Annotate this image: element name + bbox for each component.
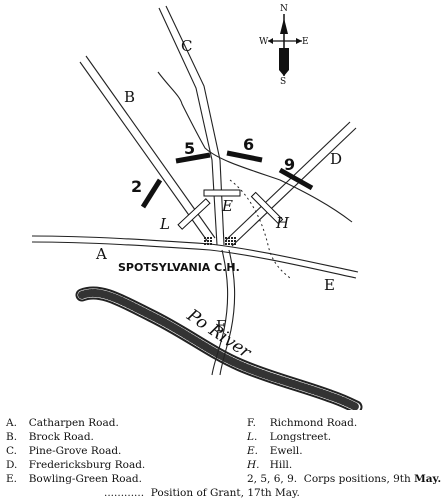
compass-n: N [280, 4, 288, 14]
legend-item-e: E. Bowling-Green Road. [6, 473, 142, 485]
legend-item-corps: 2, 5, 6, 9. Corps positions, 9th May. [247, 473, 442, 485]
compass-s: S [280, 77, 286, 87]
legend-item-a: A. Catharpen Road. [6, 417, 119, 429]
battle-map: C B D A E F L E H 2 5 6 9 SPOTSYLVANIA C… [31, 4, 363, 410]
road-label-b: B [124, 88, 135, 106]
corps-label-l: L [159, 215, 170, 233]
road-label-c: C [181, 37, 192, 55]
grant-position-line [229, 179, 291, 279]
road-f [211, 249, 236, 376]
road-b [79, 55, 216, 243]
creek-line [157, 71, 353, 223]
legend-item-ewell: E. Ewell. [247, 445, 303, 457]
position-6-bar [226, 150, 263, 163]
road-c [158, 5, 225, 246]
position-label-9: 9 [284, 155, 295, 174]
legend-item-h: H. Hill. [247, 459, 293, 471]
legend-item-b: B. Brock Road. [6, 431, 94, 443]
compass-rose [268, 14, 302, 76]
position-9-bar [278, 167, 314, 191]
town-label: SPOTSYLVANIA C.H. [118, 261, 240, 274]
legend-item-l: L. Longstreet. [247, 431, 332, 443]
road-label-f: F [216, 317, 226, 335]
corps-bars [177, 189, 284, 230]
corps-label-e: E [221, 197, 233, 215]
town-hatch [203, 236, 236, 246]
road-label-a: A [95, 245, 107, 263]
legend-item-d: D. Fredericksburg Road. [6, 459, 146, 471]
bar-longstreet [177, 198, 211, 230]
road-label-e: E [324, 276, 335, 294]
position-label-6: 6 [243, 135, 254, 154]
po-river [75, 286, 363, 410]
corps-label-h: H [275, 214, 290, 232]
road-label-d: D [330, 150, 342, 168]
compass-e: E [302, 37, 309, 47]
map-legend: A. Catharpen Road. B. Brock Road. C. Pin… [0, 412, 444, 500]
legend-item-c: C. Pine-Grove Road. [6, 445, 122, 457]
bar-ewell [203, 189, 241, 197]
union-positions [140, 150, 314, 209]
legend-item-f: F. Richmond Road. [247, 417, 358, 429]
legend-item-grant: ............ Position of Grant, 17th May… [104, 487, 300, 499]
position-5-bar [175, 152, 211, 164]
road-d [225, 121, 357, 247]
compass-w: W [259, 37, 269, 47]
position-label-2: 2 [131, 177, 142, 196]
position-label-5: 5 [184, 139, 195, 158]
position-2-bar [140, 178, 163, 209]
bar-hill [250, 191, 284, 225]
